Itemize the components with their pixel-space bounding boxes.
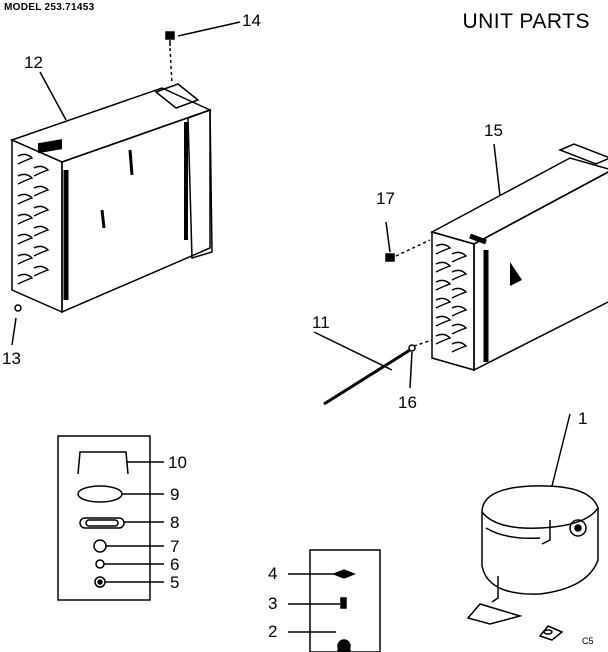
callout-9: 9 [170, 485, 180, 504]
callout-14: 14 [242, 11, 261, 30]
screw-14 [165, 21, 241, 85]
callout-2: 2 [268, 622, 278, 641]
callout-5: 5 [170, 573, 180, 592]
callout-16: 16 [398, 393, 417, 412]
callout-4: 4 [268, 564, 278, 583]
callout-7: 7 [170, 537, 180, 556]
page-title: UNIT PARTS [462, 10, 590, 33]
callout-1: 1 [578, 409, 588, 428]
callout-11: 11 [312, 313, 330, 332]
valve-parts-box [288, 549, 381, 652]
callout-13: 13 [2, 349, 21, 368]
small-parts-box [57, 435, 164, 601]
callout-3: 3 [268, 594, 278, 613]
callout-17: 17 [376, 189, 395, 208]
callout-6: 6 [170, 555, 180, 574]
callout-8: 8 [170, 513, 180, 532]
callout-12: 12 [24, 53, 43, 72]
callout-10: 10 [168, 453, 187, 472]
compressor [466, 413, 599, 641]
evaporator-coil [313, 143, 608, 406]
callout-15: 15 [484, 121, 503, 140]
condenser-coil [9, 71, 213, 346]
drawing-tag: C5 [582, 636, 594, 646]
model-number: MODEL 253.71453 [4, 2, 95, 13]
